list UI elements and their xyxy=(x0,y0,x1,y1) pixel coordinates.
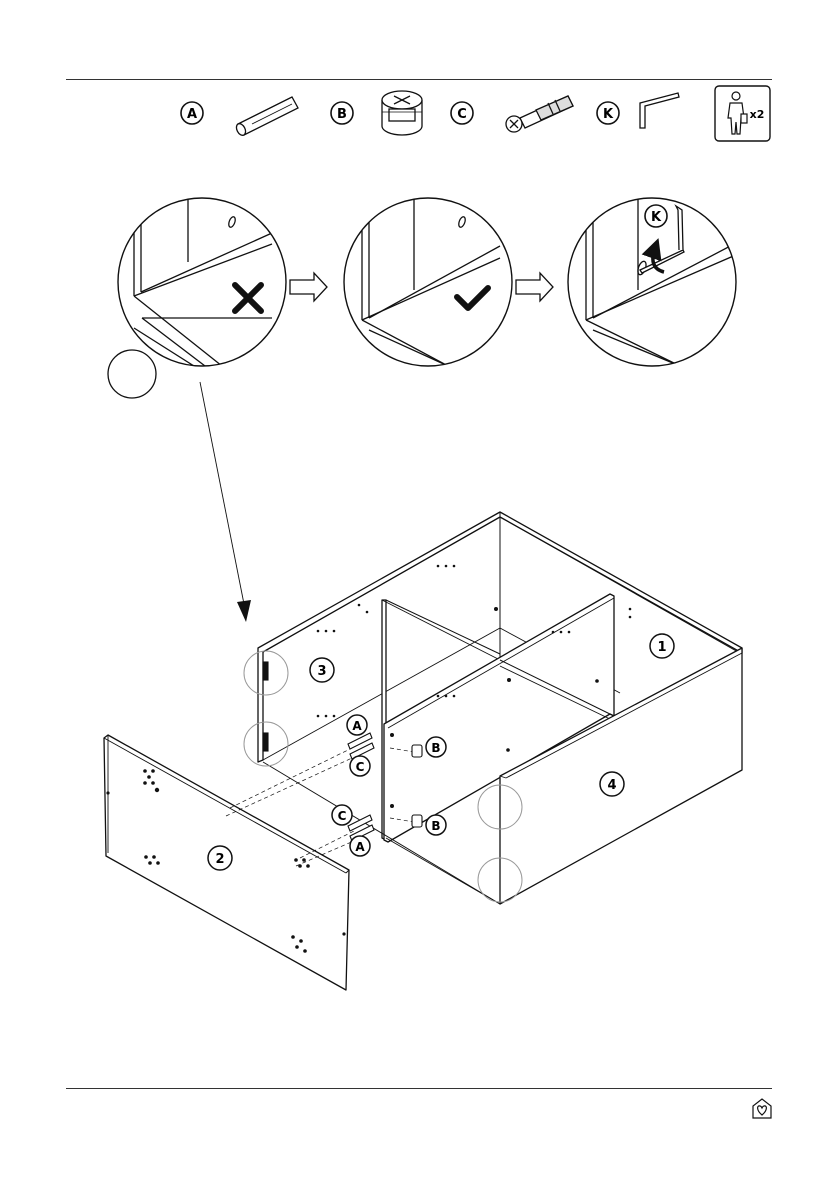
detail-leader-line xyxy=(200,382,244,604)
panel-3-label: 3 xyxy=(317,664,326,679)
cabinet-assembly xyxy=(104,512,742,990)
tool-k-label: K xyxy=(651,210,662,225)
callout-a-bottom: A xyxy=(355,840,365,854)
callout-c-top: C xyxy=(356,760,365,774)
callout-b-bottom: B xyxy=(431,819,440,833)
callout-a-top: A xyxy=(352,719,362,733)
part-k-label: K xyxy=(603,107,614,122)
parts-header: A B C K xyxy=(181,86,770,141)
allen-key-icon xyxy=(640,93,679,128)
cam-bolt-icon xyxy=(506,96,573,132)
part-b-label: B xyxy=(337,107,347,122)
callout-c-bottom: C xyxy=(338,809,347,823)
person-count: x2 xyxy=(750,108,765,121)
detail-wrong-position xyxy=(118,196,286,366)
panel-4-label: 4 xyxy=(607,778,616,793)
detail-correct-position xyxy=(344,196,512,366)
detail-source-circle xyxy=(108,350,156,398)
panel-1-label: 1 xyxy=(657,640,666,655)
two-person-assembly-icon: x2 xyxy=(715,86,770,141)
part-a-label: A xyxy=(187,107,197,122)
dowel-icon xyxy=(235,97,298,137)
callout-b-top: B xyxy=(431,741,440,755)
sequence-arrow-1 xyxy=(290,273,327,301)
check-icon xyxy=(457,288,488,308)
house-heart-logo-icon xyxy=(753,1099,771,1118)
panel-2-label: 2 xyxy=(215,852,224,867)
sequence-arrow-2 xyxy=(516,273,553,301)
detail-leader-arrow xyxy=(237,600,251,622)
detail-tighten: K xyxy=(568,196,738,366)
cam-lock-icon xyxy=(382,91,422,135)
part-c-label: C xyxy=(457,107,467,122)
cross-icon xyxy=(235,285,261,311)
